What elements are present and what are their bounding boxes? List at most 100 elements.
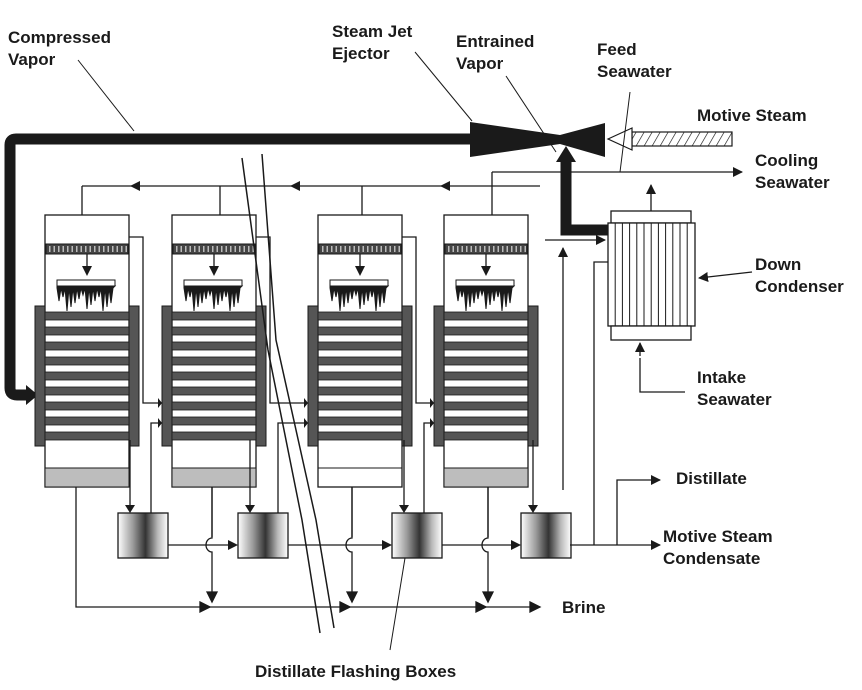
nozzle — [475, 246, 477, 252]
nozzle — [234, 246, 236, 252]
spray-arrow — [82, 266, 92, 276]
tube-row — [317, 401, 403, 411]
distillate-flashing-box — [391, 440, 521, 559]
nozzle — [452, 246, 454, 252]
brine-drop-arrow — [345, 591, 359, 604]
condensate-arrow — [158, 418, 162, 428]
brine-arrow — [529, 600, 542, 614]
nozzle — [221, 246, 223, 252]
brine-pool — [44, 467, 130, 488]
nozzle — [49, 246, 51, 252]
effect-3 — [307, 214, 434, 520]
nozzle — [385, 246, 387, 252]
tube-row — [443, 416, 529, 426]
nozzle — [76, 246, 78, 252]
spray-pattern — [183, 285, 244, 312]
nozzle — [103, 246, 105, 252]
vapor-arrow — [158, 398, 162, 408]
tube-row — [44, 356, 130, 366]
nozzle — [116, 246, 118, 252]
tube-row — [171, 326, 257, 336]
nozzle — [488, 246, 490, 252]
spray-arrow — [481, 266, 491, 276]
distillate-output-lines — [570, 475, 661, 550]
tube-sheet-left — [307, 305, 319, 447]
compressed-vapor-arrow — [26, 385, 38, 405]
nozzle — [353, 246, 355, 252]
nozzle — [80, 246, 82, 252]
feed-arrow — [399, 505, 409, 513]
nozzle — [176, 246, 178, 252]
label-intake-seawater: Seawater — [697, 390, 772, 409]
tube-sheet-left — [433, 305, 445, 447]
tube-row — [171, 416, 257, 426]
spray-arrow — [209, 266, 219, 276]
brine-junction-arrow — [475, 600, 488, 614]
nozzle — [470, 246, 472, 252]
nozzle — [107, 246, 109, 252]
nozzle — [67, 246, 69, 252]
brine-line — [75, 487, 540, 608]
label-brine: Brine — [562, 598, 605, 617]
label-motive-steam-condensate: Condensate — [663, 549, 760, 568]
tube-sheet-left — [34, 305, 46, 447]
tube-row — [44, 371, 130, 381]
label-motive-steam: Motive Steam — [697, 106, 807, 125]
tube-row — [317, 371, 403, 381]
distillate-flashing-box — [237, 440, 392, 559]
nozzle — [344, 246, 346, 252]
nozzle — [326, 246, 328, 252]
spray-arrow — [355, 266, 365, 276]
label-steam-jet-ejector: Steam Jet — [332, 22, 413, 41]
tube-row — [443, 386, 529, 396]
nozzle — [520, 246, 522, 252]
label-entrained-vapor: Vapor — [456, 54, 504, 73]
tube-row — [171, 386, 257, 396]
tube-row — [443, 431, 529, 441]
nozzle — [331, 246, 333, 252]
tube-row — [443, 356, 529, 366]
tube-row — [171, 311, 257, 321]
leader-lines — [77, 51, 631, 651]
nozzle — [362, 246, 364, 252]
label-down-condenser: Down — [755, 255, 801, 274]
nozzle — [484, 246, 486, 252]
feed-arrow — [528, 505, 538, 513]
nozzle — [461, 246, 463, 252]
flashing-box — [520, 512, 572, 559]
nozzle — [322, 246, 324, 252]
flash-arrow — [382, 540, 392, 550]
nozzle — [203, 246, 205, 252]
tube-row — [171, 341, 257, 351]
label-down-condenser: Condenser — [755, 277, 844, 296]
tube-row — [443, 371, 529, 381]
nozzle — [389, 246, 391, 252]
tube-row — [171, 371, 257, 381]
nozzle — [53, 246, 55, 252]
nozzle — [515, 246, 517, 252]
tube-row — [317, 341, 403, 351]
nozzle — [367, 246, 369, 252]
nozzle — [71, 246, 73, 252]
label-feed-seawater: Feed — [597, 40, 637, 59]
spray-pattern — [56, 285, 117, 312]
brine-pool — [171, 467, 257, 488]
brine-pool — [443, 467, 529, 488]
nozzle — [506, 246, 508, 252]
brine-drop-line — [205, 487, 213, 600]
vapor-line — [256, 236, 304, 404]
nozzle — [216, 246, 218, 252]
brine-drop-line — [481, 487, 489, 600]
nozzle — [448, 246, 450, 252]
tube-row — [44, 386, 130, 396]
nozzle — [466, 246, 468, 252]
nozzle — [112, 246, 114, 252]
nozzle — [194, 246, 196, 252]
nozzle — [340, 246, 342, 252]
effect-4 — [433, 214, 539, 488]
tube-row — [317, 311, 403, 321]
tube-row — [317, 326, 403, 336]
nozzle — [349, 246, 351, 252]
